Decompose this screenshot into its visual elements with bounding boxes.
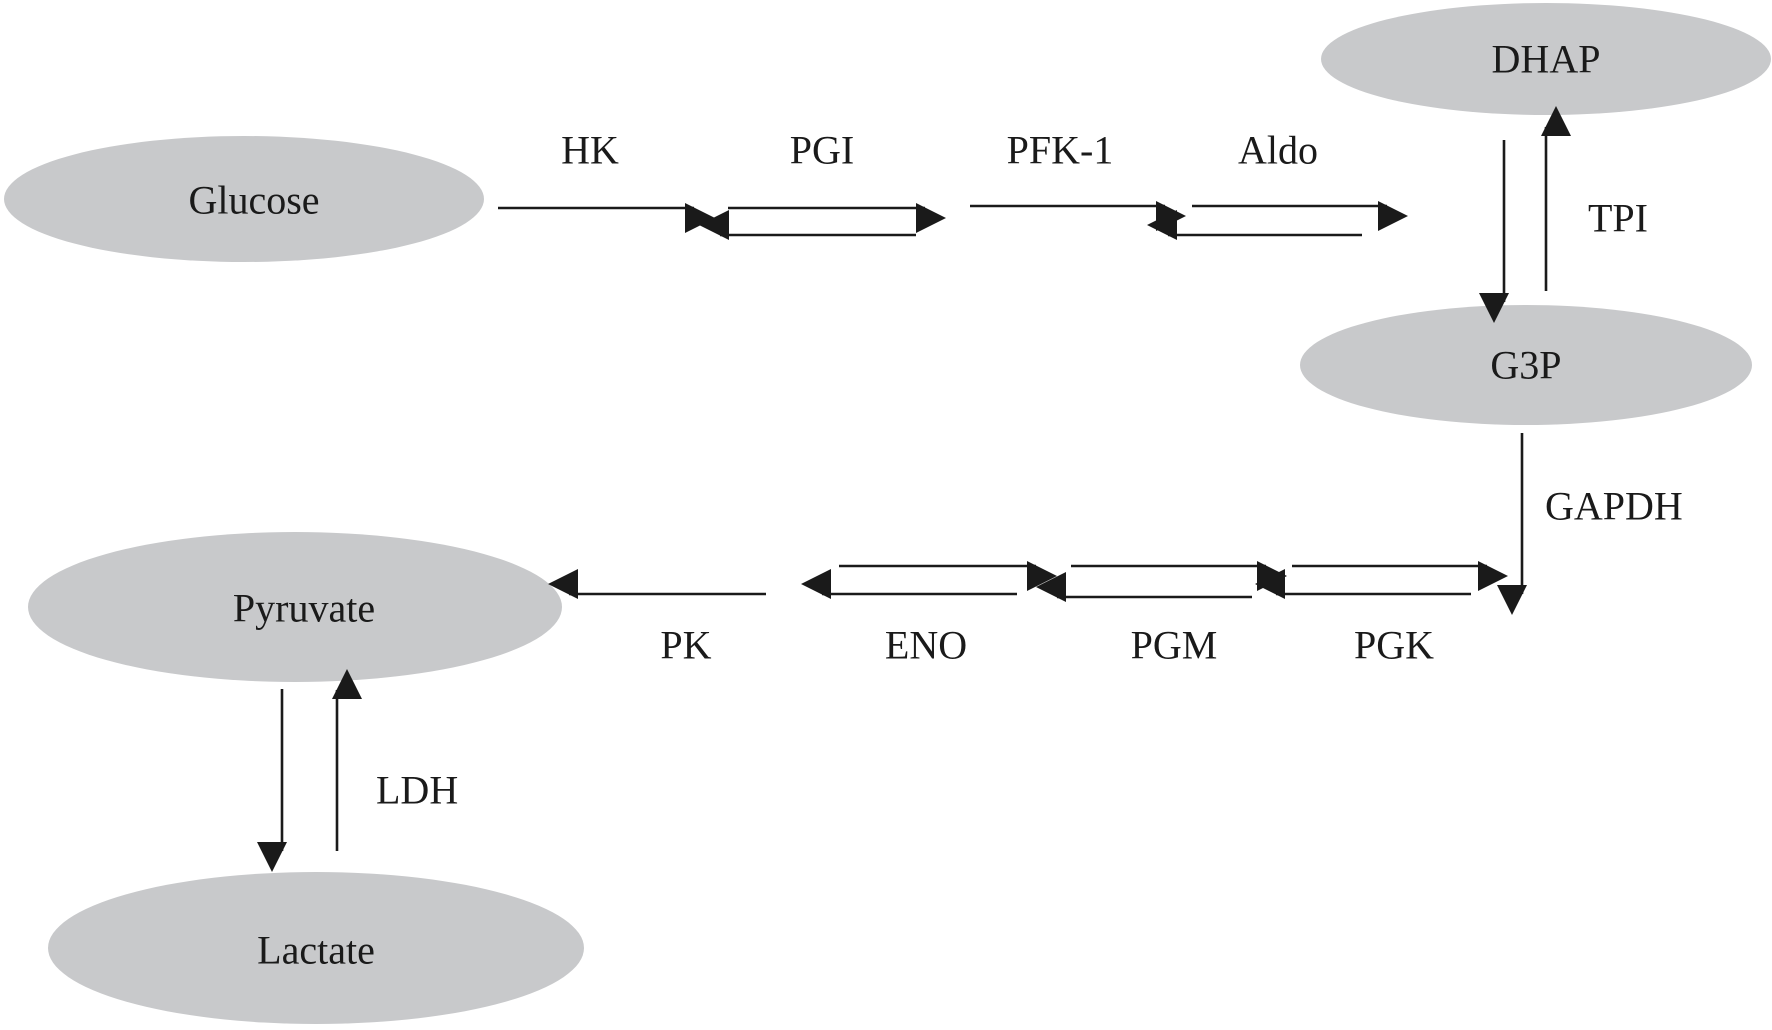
enzyme-label-gapdh: GAPDH bbox=[1545, 484, 1683, 529]
enzyme-label-pgm: PGM bbox=[1131, 623, 1218, 668]
glucose-ellipse bbox=[4, 136, 484, 262]
enzyme-label-pgi: PGI bbox=[790, 128, 854, 173]
node-lactate: Lactate bbox=[48, 872, 584, 1024]
node-glucose: Glucose bbox=[4, 136, 484, 262]
enzyme-label-eno: ENO bbox=[885, 623, 967, 668]
node-pyruvate: Pyruvate bbox=[28, 532, 562, 682]
enzyme-label-pfk1: PFK-1 bbox=[1007, 128, 1114, 173]
enzyme-label-hk: HK bbox=[561, 128, 619, 173]
lactate-ellipse bbox=[48, 872, 584, 1024]
node-g3p: G3P bbox=[1300, 305, 1752, 425]
pyruvate-ellipse bbox=[28, 532, 562, 682]
enzyme-label-tpi: TPI bbox=[1588, 196, 1648, 241]
dhap-ellipse bbox=[1321, 3, 1771, 115]
g3p-ellipse bbox=[1300, 305, 1752, 425]
enzyme-label-pk: PK bbox=[660, 623, 711, 668]
lactate-label: Lactate bbox=[257, 928, 375, 973]
enzyme-label-ldh: LDH bbox=[376, 768, 458, 813]
g3p-label: G3P bbox=[1490, 343, 1561, 388]
node-dhap: DHAP bbox=[1321, 3, 1771, 115]
glucose-label: Glucose bbox=[188, 178, 319, 223]
enzyme-label-pgk: PGK bbox=[1354, 623, 1434, 668]
pyruvate-label: Pyruvate bbox=[233, 586, 375, 631]
enzyme-label-aldo: Aldo bbox=[1238, 128, 1318, 173]
dhap-label: DHAP bbox=[1492, 37, 1601, 82]
